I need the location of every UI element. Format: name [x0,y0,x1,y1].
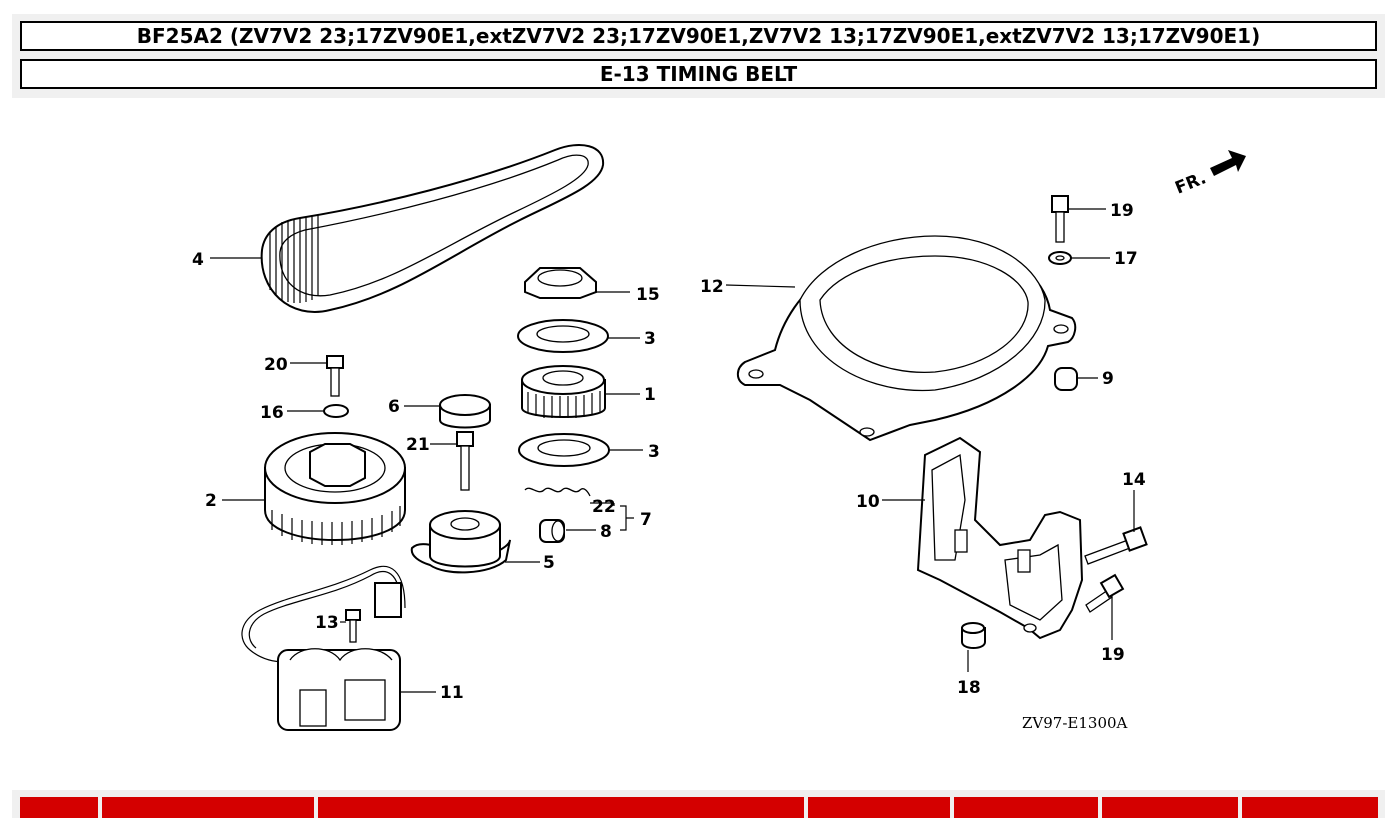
callout-15: 15 [636,285,660,305]
front-arrow-icon [1210,150,1246,176]
callout-9: 9 [1102,369,1114,389]
parts-diagram: FR. 4 15 3 1 3 22 7 8 5 21 [0,100,1399,780]
leader-lines [210,208,1135,693]
part-15-nut[interactable] [524,267,597,299]
table-header-cell [1242,797,1378,818]
front-indicator: FR. [1172,168,1209,198]
callout-18: 18 [957,678,981,698]
part-4-timing-belt[interactable] [260,144,605,313]
callout-4: 4 [192,250,204,270]
table-header-cell [102,797,314,818]
callout-8: 8 [600,522,612,542]
part-18-dowel[interactable] [961,622,986,649]
callouts: 4 15 3 1 3 22 7 8 5 21 6 20 16 2 13 11 1… [192,201,1146,703]
part-1-pulley[interactable] [521,365,606,418]
callout-12: 12 [700,277,724,297]
part-22-spring[interactable] [524,487,591,497]
part-3-washer-upper[interactable] [517,319,609,353]
callout-7: 7 [640,510,652,530]
callout-19: 19 [1101,645,1125,665]
section-title: E-13 TIMING BELT [20,59,1377,89]
part-19-bolt-lower[interactable] [1085,573,1125,613]
part-12-belt-cover[interactable] [736,235,1077,442]
table-header-cell [20,797,98,818]
callout-22: 22 [592,497,616,517]
model-title: BF25A2 (ZV7V2 23;17ZV90E1,extZV7V2 23;17… [20,21,1377,51]
callout-21: 21 [406,435,430,455]
part-8-collar[interactable] [539,519,565,543]
part-20-bolt[interactable] [326,355,344,397]
part-9-grommet[interactable] [1054,367,1078,391]
part-21-bolt[interactable] [456,431,474,491]
callout-11: 11 [440,683,464,703]
callout-2: 2 [205,491,217,511]
part-5-tensioner[interactable] [410,510,511,574]
callout-16: 16 [260,403,284,423]
callout-13: 13 [315,613,339,633]
callout-10: 10 [856,492,880,512]
part-10-bracket[interactable] [916,436,1084,640]
callout-5: 5 [543,553,555,573]
callout-20: 20 [264,355,288,375]
table-header-cell [1102,797,1238,818]
part-2-large-pulley[interactable] [264,432,406,545]
part-13-bolt[interactable] [345,609,361,643]
part-17-washer[interactable] [1048,251,1072,265]
part-6-cap[interactable] [439,394,491,429]
callout-14: 14 [1122,470,1146,490]
part-19-bolt-upper[interactable] [1051,195,1069,243]
table-header-cell [808,797,950,818]
table-header-cell [954,797,1098,818]
part-14-bolt[interactable] [1084,526,1148,565]
drawing-code: ZV97-E1300A [1022,714,1128,732]
part-16-washer[interactable] [323,404,349,418]
part-11-pulser-coil[interactable] [241,565,406,731]
callout-3: 3 [644,329,656,349]
callout-1: 1 [644,385,656,405]
part-3-washer-lower[interactable] [518,433,610,467]
table-header-cell [318,797,804,818]
callout-3: 3 [648,442,660,462]
callout-6: 6 [388,397,400,417]
callout-17: 17 [1114,249,1138,269]
callout-19: 19 [1110,201,1134,221]
